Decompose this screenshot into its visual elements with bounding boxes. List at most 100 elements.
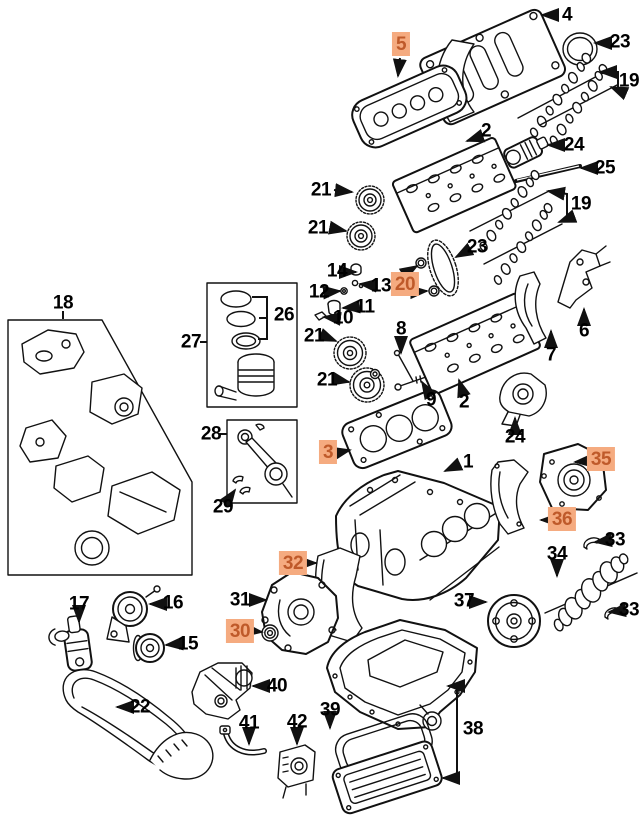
part-label-33[interactable]: 33	[604, 529, 626, 551]
leader-line	[598, 65, 630, 101]
part-label-21[interactable]: 21	[303, 325, 325, 347]
part-label-27[interactable]: 27	[180, 331, 202, 353]
camshafts-mid-drawing	[469, 169, 563, 285]
part-label-36-highlighted[interactable]: 36	[547, 507, 577, 531]
timing-chain-drawing	[427, 239, 459, 297]
part-label-28[interactable]: 28	[200, 423, 222, 445]
part-label-24[interactable]: 24	[504, 426, 526, 448]
part-label-5-highlighted[interactable]: 5	[391, 32, 411, 56]
crank-pulley-drawing	[487, 594, 541, 648]
part-label-2[interactable]: 2	[480, 120, 492, 142]
oil-pipe-drawing	[219, 725, 267, 756]
part-label-6[interactable]: 6	[578, 320, 590, 342]
part-label-35-highlighted[interactable]: 35	[586, 447, 616, 471]
part-label-11[interactable]: 11	[355, 296, 375, 318]
leader-line	[358, 278, 378, 293]
part-label-8[interactable]: 8	[395, 318, 407, 340]
part-label-40[interactable]: 40	[266, 675, 288, 697]
part-label-26[interactable]: 26	[273, 304, 295, 326]
head-bolts-drawing	[369, 349, 427, 391]
part-label-9[interactable]: 9	[425, 389, 437, 411]
part-label-3-highlighted[interactable]: 3	[318, 440, 338, 464]
tensioner-pulley-drawing	[106, 585, 161, 643]
cylinder-head-upper-drawing	[391, 137, 517, 234]
leader-line	[327, 220, 348, 235]
leader-line	[317, 328, 338, 342]
leader-line	[443, 457, 464, 472]
leader-line	[546, 186, 578, 223]
oil-pan-lower-drawing	[331, 740, 443, 815]
leader-line	[398, 264, 419, 281]
leader-line	[164, 636, 184, 651]
leader-line	[457, 378, 471, 399]
part-label-19[interactable]: 19	[570, 193, 592, 215]
part-label-32-highlighted[interactable]: 32	[278, 551, 308, 575]
timing-covers-box-drawing	[7, 319, 193, 576]
part-label-24[interactable]: 24	[563, 134, 585, 156]
valve-cover-gasket-drawing	[351, 64, 468, 149]
part-label-33[interactable]: 33	[618, 599, 640, 621]
engine-block-drawing	[335, 470, 501, 601]
leader-line	[322, 311, 342, 326]
part-label-18[interactable]: 18	[52, 292, 74, 314]
crankshaft-drawing	[544, 553, 638, 632]
leader-line	[333, 183, 354, 198]
leader-line	[420, 380, 437, 401]
part-label-10[interactable]: 10	[332, 307, 354, 329]
part-label-21[interactable]: 21	[316, 369, 338, 391]
part-label-12[interactable]: 12	[308, 281, 330, 303]
leader-line	[465, 128, 486, 143]
chain-tensioner-bracket-drawing	[557, 245, 611, 309]
part-label-17[interactable]: 17	[68, 593, 90, 615]
cam-adjuster-top-drawing	[503, 136, 549, 169]
timing-belt-drawing	[62, 669, 214, 780]
part-label-31[interactable]: 31	[229, 589, 251, 611]
leader-line	[593, 533, 613, 548]
part-label-39[interactable]: 39	[319, 699, 341, 721]
part-label-34[interactable]: 34	[546, 543, 568, 565]
part-label-16[interactable]: 16	[162, 592, 184, 614]
part-label-19[interactable]: 19	[618, 70, 640, 92]
leader-line	[607, 603, 627, 618]
oil-pump-drive-drawing	[499, 372, 547, 427]
leader-line	[454, 242, 475, 258]
leader-line	[441, 679, 465, 785]
leader-line	[322, 285, 342, 300]
part-label-30-highlighted[interactable]: 30	[225, 619, 255, 643]
leader-line	[219, 488, 237, 508]
part-label-23[interactable]: 23	[609, 31, 631, 53]
part-label-15[interactable]: 15	[177, 633, 199, 655]
part-label-4[interactable]: 4	[561, 4, 573, 26]
part-label-2[interactable]: 2	[458, 391, 470, 413]
front-seal-drawing	[261, 624, 279, 642]
leader-line	[331, 446, 352, 461]
part-label-29[interactable]: 29	[212, 496, 234, 518]
part-label-20-highlighted[interactable]: 20	[390, 272, 420, 296]
front-cover-drawing	[261, 571, 339, 655]
idler-pulley-drawing	[132, 633, 165, 663]
part-label-23[interactable]: 23	[466, 236, 488, 258]
part-label-41[interactable]: 41	[238, 712, 260, 734]
conrod-box-drawing	[226, 419, 298, 504]
piston-box-drawing	[206, 282, 298, 408]
part-label-21[interactable]: 21	[307, 217, 329, 239]
part-label-7[interactable]: 7	[545, 344, 557, 366]
leader-line	[330, 371, 351, 386]
part-label-25[interactable]: 25	[594, 157, 616, 179]
part-label-14[interactable]: 14	[326, 260, 348, 282]
part-label-42[interactable]: 42	[286, 711, 308, 733]
oil-pump-assembly-drawing	[191, 662, 253, 720]
part-label-1[interactable]: 1	[462, 451, 474, 473]
rear-plate-drawing	[490, 459, 529, 535]
part-label-37[interactable]: 37	[453, 590, 475, 612]
part-label-22[interactable]: 22	[129, 696, 151, 718]
part-label-21[interactable]: 21	[310, 179, 332, 201]
part-label-13[interactable]: 13	[370, 275, 392, 297]
leader-line	[244, 622, 264, 637]
oil-cooler-drawing	[277, 744, 316, 799]
part-label-38[interactable]: 38	[462, 718, 484, 740]
